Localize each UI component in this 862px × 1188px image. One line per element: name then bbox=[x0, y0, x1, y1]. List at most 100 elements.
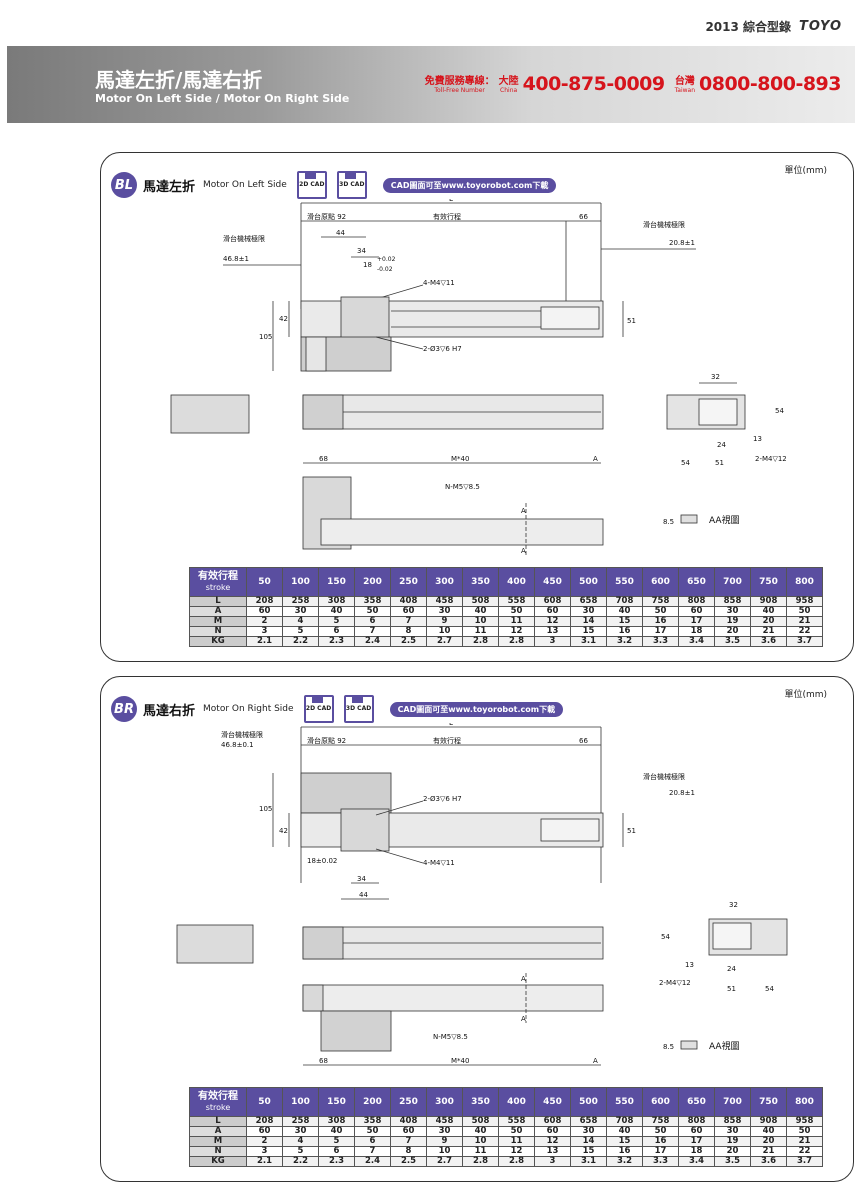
spec-cell: 808 bbox=[678, 1116, 715, 1127]
spec-cell: 3 bbox=[246, 626, 283, 637]
spec-cell: 20 bbox=[750, 1136, 787, 1147]
spec-cell: 14 bbox=[570, 616, 607, 627]
end-callout-m4: 2-M4▽12 bbox=[755, 455, 787, 463]
spec-cell: 40 bbox=[318, 606, 355, 617]
spec-cell: 658 bbox=[570, 596, 607, 607]
spec-cell: 858 bbox=[714, 1116, 751, 1127]
cad-download-link[interactable]: CAD圖面可至www.toyorobot.com下載 bbox=[389, 701, 564, 717]
spec-cell: 2.8 bbox=[498, 636, 535, 647]
spec-cell: 5 bbox=[318, 616, 355, 627]
spec-cell: 50 bbox=[786, 1126, 823, 1137]
spec-cell: 2.8 bbox=[462, 636, 499, 647]
spec-cell: 458 bbox=[426, 1116, 463, 1127]
spec-cell: 208 bbox=[246, 596, 283, 607]
cad-3d-icon[interactable]: 3D CAD bbox=[336, 171, 367, 199]
dim-L: L bbox=[449, 199, 453, 203]
spec-cell: 758 bbox=[642, 1116, 679, 1127]
section-heading: BL 馬達左折 Motor On Left Side 2D CAD 3D CAD… bbox=[111, 171, 557, 199]
spec-cell: 908 bbox=[750, 596, 787, 607]
top-bar: 2013 綜合型錄 TOYO bbox=[0, 0, 862, 44]
spec-cell: 508 bbox=[462, 596, 499, 607]
spec-stroke-header: 450 bbox=[534, 567, 571, 597]
spec-cell: 60 bbox=[246, 606, 283, 617]
spec-cell: 508 bbox=[462, 1116, 499, 1127]
spec-stroke-header: 650 bbox=[678, 567, 715, 597]
spec-cell: 16 bbox=[642, 616, 679, 627]
spec-stroke-header: 350 bbox=[462, 1087, 499, 1117]
spec-stroke-header: 150 bbox=[318, 1087, 355, 1117]
spec-stroke-header: 50 bbox=[246, 1087, 283, 1117]
end-dim-54: 54 bbox=[775, 407, 784, 415]
spec-cell: 30 bbox=[426, 1126, 463, 1137]
spec-cell: 60 bbox=[390, 1126, 427, 1137]
spec-cell: 15 bbox=[606, 616, 643, 627]
dim-origin: 滑台原點 92 bbox=[307, 736, 346, 745]
brand-logo: TOYO bbox=[799, 19, 842, 34]
spec-stroke-header: 750 bbox=[750, 1087, 787, 1117]
spec-cell: 2 bbox=[246, 616, 283, 627]
bottom-dim-68: 68 bbox=[319, 455, 328, 463]
spec-cell: 12 bbox=[534, 616, 571, 627]
spec-row-label: N bbox=[189, 1146, 247, 1157]
spec-cell: 908 bbox=[750, 1116, 787, 1127]
spec-cell: 708 bbox=[606, 1116, 643, 1127]
spec-cell: 40 bbox=[750, 606, 787, 617]
spec-stroke-header: 550 bbox=[606, 567, 643, 597]
cad-3d-icon[interactable]: 3D CAD bbox=[343, 695, 374, 723]
spec-cell: 2.4 bbox=[354, 636, 391, 647]
spec-cell: 7 bbox=[390, 616, 427, 627]
section-code-badge: BR bbox=[111, 696, 137, 722]
spec-cell: 11 bbox=[498, 1136, 535, 1147]
end-dim-32: 32 bbox=[729, 901, 738, 909]
spec-cell: 12 bbox=[534, 1136, 571, 1147]
bottom-dim-a: A bbox=[593, 1057, 598, 1065]
spec-cell: 3.1 bbox=[570, 636, 607, 647]
spec-cell: 50 bbox=[786, 606, 823, 617]
spec-cell: 2.5 bbox=[390, 636, 427, 647]
dim-18: 18 bbox=[363, 261, 372, 269]
spec-cell: 858 bbox=[714, 596, 751, 607]
section-title: 馬達右折 bbox=[143, 703, 196, 719]
bottom-dim-68: 68 bbox=[319, 1057, 328, 1065]
spec-cell: 50 bbox=[354, 1126, 391, 1137]
cad-2d-icon[interactable]: 2D CAD bbox=[296, 171, 327, 199]
dim-105: 105 bbox=[259, 333, 272, 341]
spec-cell: 5 bbox=[282, 1146, 319, 1157]
spec-stroke-header: 250 bbox=[390, 1087, 427, 1117]
dim-66: 66 bbox=[579, 737, 588, 745]
spec-cell: 2.8 bbox=[498, 1156, 535, 1167]
spec-row-label: A bbox=[189, 1126, 247, 1137]
dim-L: L bbox=[449, 723, 453, 727]
spec-cell: 15 bbox=[570, 626, 607, 637]
aa-dim-85: 8.5 bbox=[663, 518, 674, 526]
spec-cell: 7 bbox=[390, 1136, 427, 1147]
spec-cell: 308 bbox=[318, 596, 355, 607]
section-subtitle: Motor On Left Side bbox=[203, 180, 287, 190]
dim-18: 18±0.02 bbox=[307, 857, 337, 865]
spec-cell: 3.7 bbox=[786, 1156, 823, 1167]
spec-cell: 60 bbox=[678, 1126, 715, 1137]
cad-download-link[interactable]: CAD圖面可至www.toyorobot.com下載 bbox=[382, 177, 557, 193]
end-dim-24: 24 bbox=[727, 965, 736, 973]
cad-2d-icon[interactable]: 2D CAD bbox=[303, 695, 334, 723]
spec-cell: 15 bbox=[606, 1136, 643, 1147]
spec-cell: 16 bbox=[606, 1146, 643, 1157]
page-title: 馬達左折/馬達右折 bbox=[95, 68, 263, 92]
limit-left-value: 46.8±0.1 bbox=[221, 741, 254, 749]
spec-row-label: M bbox=[189, 616, 247, 627]
spec-cell: 60 bbox=[534, 1126, 571, 1137]
spec-cell: 22 bbox=[786, 1146, 823, 1157]
callout-hole: 2-Ø3▽6 H7 bbox=[423, 345, 462, 353]
spec-stroke-header: 700 bbox=[714, 567, 751, 597]
spec-cell: 22 bbox=[786, 626, 823, 637]
spec-stroke-header: 600 bbox=[642, 1087, 679, 1117]
callout-m4: 4-M4▽11 bbox=[423, 279, 455, 287]
spec-cell: 2.8 bbox=[462, 1156, 499, 1167]
section-mark-a1: A bbox=[521, 975, 526, 983]
spec-cell: 40 bbox=[318, 1126, 355, 1137]
spec-cell: 50 bbox=[642, 606, 679, 617]
